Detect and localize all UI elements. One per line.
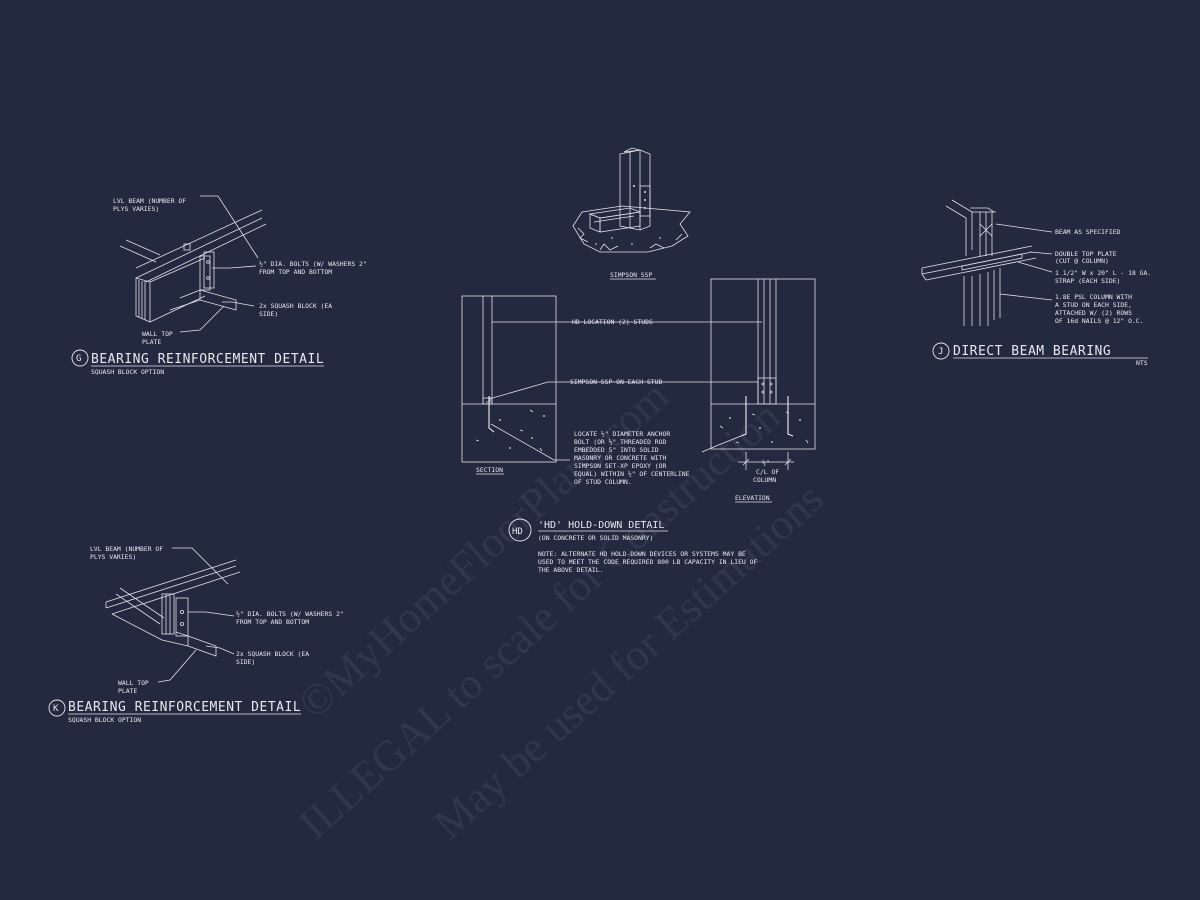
dimension-half-inch: ½" [762,459,770,467]
detail-k-block-label-line-2: SIDE) [236,658,255,666]
detail-k-beam-label-line-2: PLYS VARIES) [90,553,136,561]
detail-hd-bubble-letters: HD [512,527,523,537]
anchor-note-line-6: EQUAL) WITHIN ½" OF CENTERLINE [574,470,690,478]
detail-g-title: BEARING REINFORCEMENT DETAIL [91,352,324,367]
detail-j-bubble-letter: J [938,347,943,357]
detail-g-plate-label-line-1: WALL TOP [142,330,173,338]
detail-j-plate-label-line-2: (CUT @ COLUMN) [1055,257,1109,265]
detail-g-beam-label-line-2: PLYS VARIES) [113,205,159,213]
hd-note-line-3: THE ABOVE DETAIL. [538,566,603,574]
detail-j-strap-label-line-1: 1 1/2" W x 20" L - 18 GA. [1055,269,1151,277]
anchor-note-line-2: BOLT (OR ½" THREADED ROD [574,438,666,446]
detail-j: BEAM AS SPECIFIED DOUBLE TOP PLATE (CUT … [921,199,1151,367]
detail-j-bubble [932,342,950,360]
anchor-note-line-1: LOCATE ½" DIAMETER ANCHOR [574,430,670,438]
detail-g-bubble [71,349,89,367]
detail-k-bolts-label-line-1: ½" DIA. BOLTS (W/ WASHERS 2" [236,610,344,618]
detail-g-bolts-label-line-1: ½" DIA. BOLTS (W/ WASHERS 2" [259,260,367,268]
detail-j-strap-label-line-2: STRAP (EACH SIDE) [1055,277,1120,285]
detail-k-beam-label-line-1: LVL BEAM (NUMBER OF [90,545,163,553]
detail-k-plate-label-line-2: PLATE [118,687,137,695]
detail-k-bolts-label-line-2: FROM TOP AND BOTTOM [236,618,309,626]
detail-k-plate-label-line-1: WALL TOP [118,679,149,687]
anchor-note-line-7: OF STUD COLUMN. [574,478,632,486]
simpson-ssp-iso-drawing [572,147,691,253]
detail-j-column-label-line-3: ATTACHED W/ (2) ROWS [1055,309,1132,317]
watermark-line-2: ILLEGAL to scale for Construction [289,391,789,848]
hd-note-line-2: USED TO MEET THE CODE REQUIRED 800 LB CA… [538,558,757,566]
detail-g-bolts-label-line-2: FROM TOP AND BOTTOM [259,268,332,276]
detail-hd-title: 'HD' HOLD-DOWN DETAIL [538,520,664,531]
anchor-note-line-3: EMBEDDED 5" INTO SOLID [574,446,659,454]
detail-g-beam-label-line-1: LVL BEAM (NUMBER OF [113,197,186,205]
detail-j-column-label-line-4: OF 16d NAILS @ 12" O.C. [1055,317,1144,325]
dimension-column: COLUMN [753,476,776,484]
detail-g-block-label-line-1: 2x SQUASH BLOCK (EA [259,302,332,310]
detail-j-drawing [921,199,1053,326]
hd-note-line-1: NOTE: ALTERNATE HD HOLD-DOWN DEVICES OR … [538,550,746,558]
anchor-note-line-5: SIMPSON SET-XP EPOXY (OR [574,462,666,470]
detail-j-scale: NTS [1136,359,1148,367]
detail-k-subtitle: SQUASH BLOCK OPTION [68,716,141,724]
detail-g-block-label-line-2: SIDE) [259,310,278,318]
detail-j-title: DIRECT BEAM BEARING [953,344,1111,359]
elevation-label: ELEVATION [735,494,770,502]
detail-g-drawing [119,195,267,333]
section-label: SECTION [476,466,503,474]
section-view-drawing [461,295,557,463]
detail-hd-subtitle: (ON CONCRETE OR SOLID MASONRY) [538,534,653,542]
detail-k-block-label-line-1: 2x SQUASH BLOCK (EA [236,650,309,658]
detail-hd-bubble [508,518,532,542]
hd-location-label: HD LOCATION (2) STUDS [572,318,653,326]
detail-g-plate-label-line-2: PLATE [142,338,161,346]
anchor-note-line-4: MASONRY OR CONCRETE WITH [574,454,666,462]
detail-j-column-label-line-2: A STUD ON EACH SIDE, [1055,301,1132,309]
simpson-ssp-caption: SIMPSON SSP [610,271,652,279]
dimension-cl-of: C/L OF [756,468,779,476]
detail-g-subtitle: SQUASH BLOCK OPTION [91,368,164,376]
detail-k-drawing [105,547,241,683]
detail-g: LVL BEAM (NUMBER OF PLYS VARIES) ½" DIA.… [71,195,367,376]
detail-g-bubble-letter: G [76,354,81,364]
detail-k-bubble [48,699,66,717]
detail-k-bubble-letter: K [53,704,59,714]
detail-k: LVL BEAM (NUMBER OF PLYS VARIES) ½" DIA.… [48,545,344,724]
detail-k-title: BEARING REINFORCEMENT DETAIL [68,700,301,715]
detail-j-beam-label: BEAM AS SPECIFIED [1055,228,1121,236]
detail-hd: SIMPSON SSP SECTION [461,147,816,574]
detail-j-plate-label-line-1: DOUBLE TOP PLATE [1055,250,1117,258]
simpson-ssp-each-stud-label: SIMPSON SSP ON EACH STUD [570,378,662,386]
detail-j-column-label-line-1: 1.8E PSL COLUMN WITH [1055,293,1132,301]
hd-leaders [488,321,762,461]
